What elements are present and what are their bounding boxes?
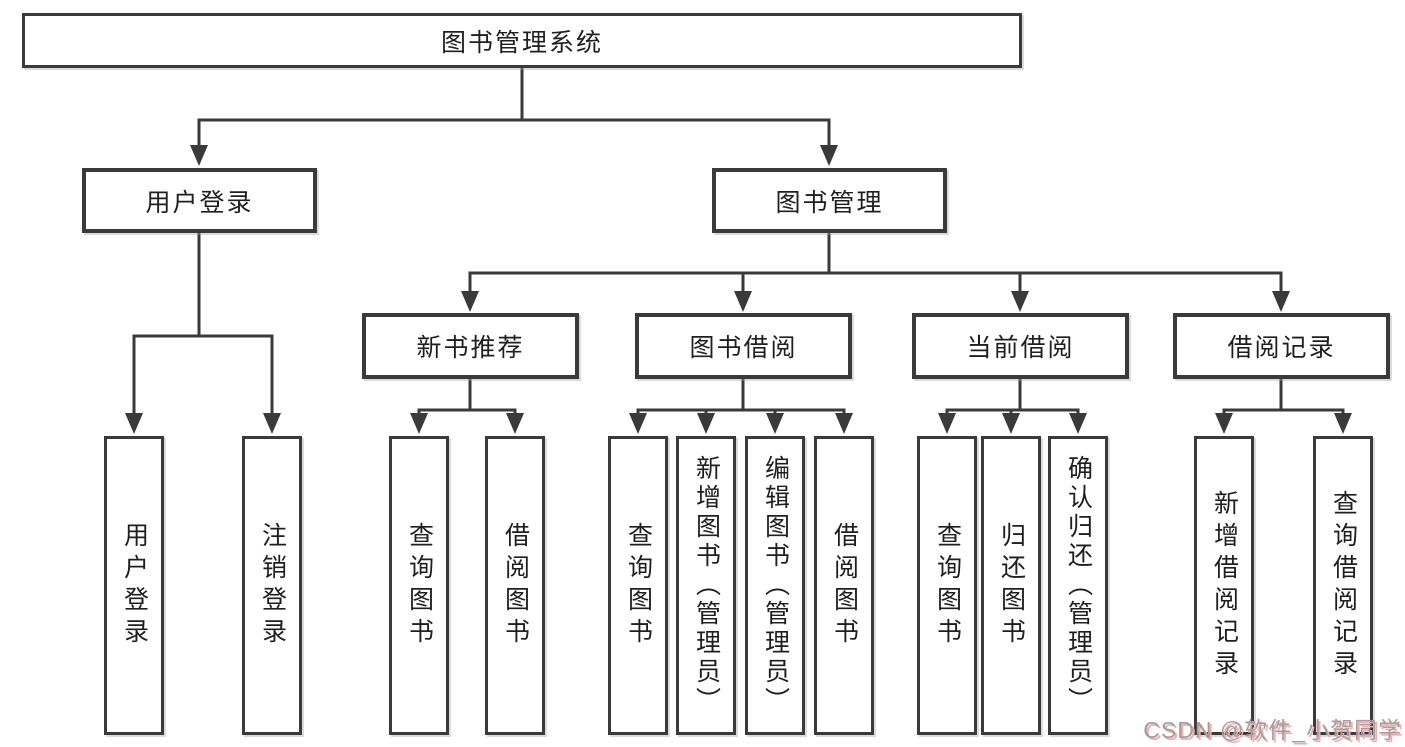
node-leaf-borrow-books-bb: 借阅图书 — [814, 436, 874, 735]
node-label: 借阅图书 — [830, 521, 859, 650]
node-borrowing-records: 借阅记录 — [1173, 313, 1390, 379]
node-leaf-confirm-return-admin: 确认归还（管理员） — [1048, 436, 1108, 735]
arrowhead-icons — [125, 145, 1352, 434]
node-leaf-query-books-bb: 查询图书 — [608, 436, 668, 735]
node-label: 用户登录 — [145, 188, 254, 217]
node-label: 注销登录 — [258, 521, 287, 650]
node-label: 确认归还（管理员） — [1064, 455, 1093, 716]
node-book-borrowing: 图书借阅 — [635, 313, 852, 379]
node-leaf-return-book: 归还图书 — [981, 436, 1041, 735]
node-label: 查询借阅记录 — [1329, 489, 1358, 682]
node-label: 新增借阅记录 — [1210, 489, 1239, 682]
node-leaf-add-book-admin: 新增图书（管理员） — [676, 436, 736, 735]
node-label: 查询图书 — [405, 521, 434, 650]
node-leaf-logout: 注销登录 — [242, 436, 302, 735]
node-user-login: 用户登录 — [82, 168, 317, 233]
node-leaf-query-books-cb: 查询图书 — [917, 436, 977, 735]
node-label: 新书推荐 — [416, 334, 525, 362]
node-label: 图书管理系统 — [440, 28, 603, 57]
node-label: 借阅记录 — [1227, 334, 1336, 362]
node-label: 查询图书 — [933, 521, 962, 650]
node-leaf-borrow-books-rec: 借阅图书 — [485, 436, 545, 735]
node-label: 归还图书 — [997, 521, 1026, 650]
node-label: 当前借阅 — [966, 334, 1075, 362]
node-leaf-query-books-rec: 查询图书 — [389, 436, 449, 735]
node-new-book-recommendation: 新书推荐 — [362, 313, 579, 379]
node-leaf-edit-book-admin: 编辑图书（管理员） — [745, 436, 805, 735]
csdn-watermark: CSDN @软件_小贺同学 — [1143, 717, 1402, 743]
node-leaf-add-borrow-record: 新增借阅记录 — [1194, 436, 1254, 735]
node-leaf-query-borrow-record: 查询借阅记录 — [1313, 436, 1373, 735]
node-label: 图书管理 — [775, 188, 884, 217]
node-label: 新增图书（管理员） — [692, 455, 721, 716]
node-current-borrowing: 当前借阅 — [912, 313, 1129, 379]
node-book-management: 图书管理 — [712, 168, 947, 233]
node-label: 借阅图书 — [501, 521, 530, 650]
node-label: 用户登录 — [120, 521, 149, 650]
node-label: 编辑图书（管理员） — [761, 455, 790, 716]
node-label: 图书借阅 — [689, 334, 798, 362]
node-library-management-system: 图书管理系统 — [22, 13, 1022, 68]
node-leaf-user-login: 用户登录 — [104, 436, 164, 735]
node-label: 查询图书 — [624, 521, 653, 650]
